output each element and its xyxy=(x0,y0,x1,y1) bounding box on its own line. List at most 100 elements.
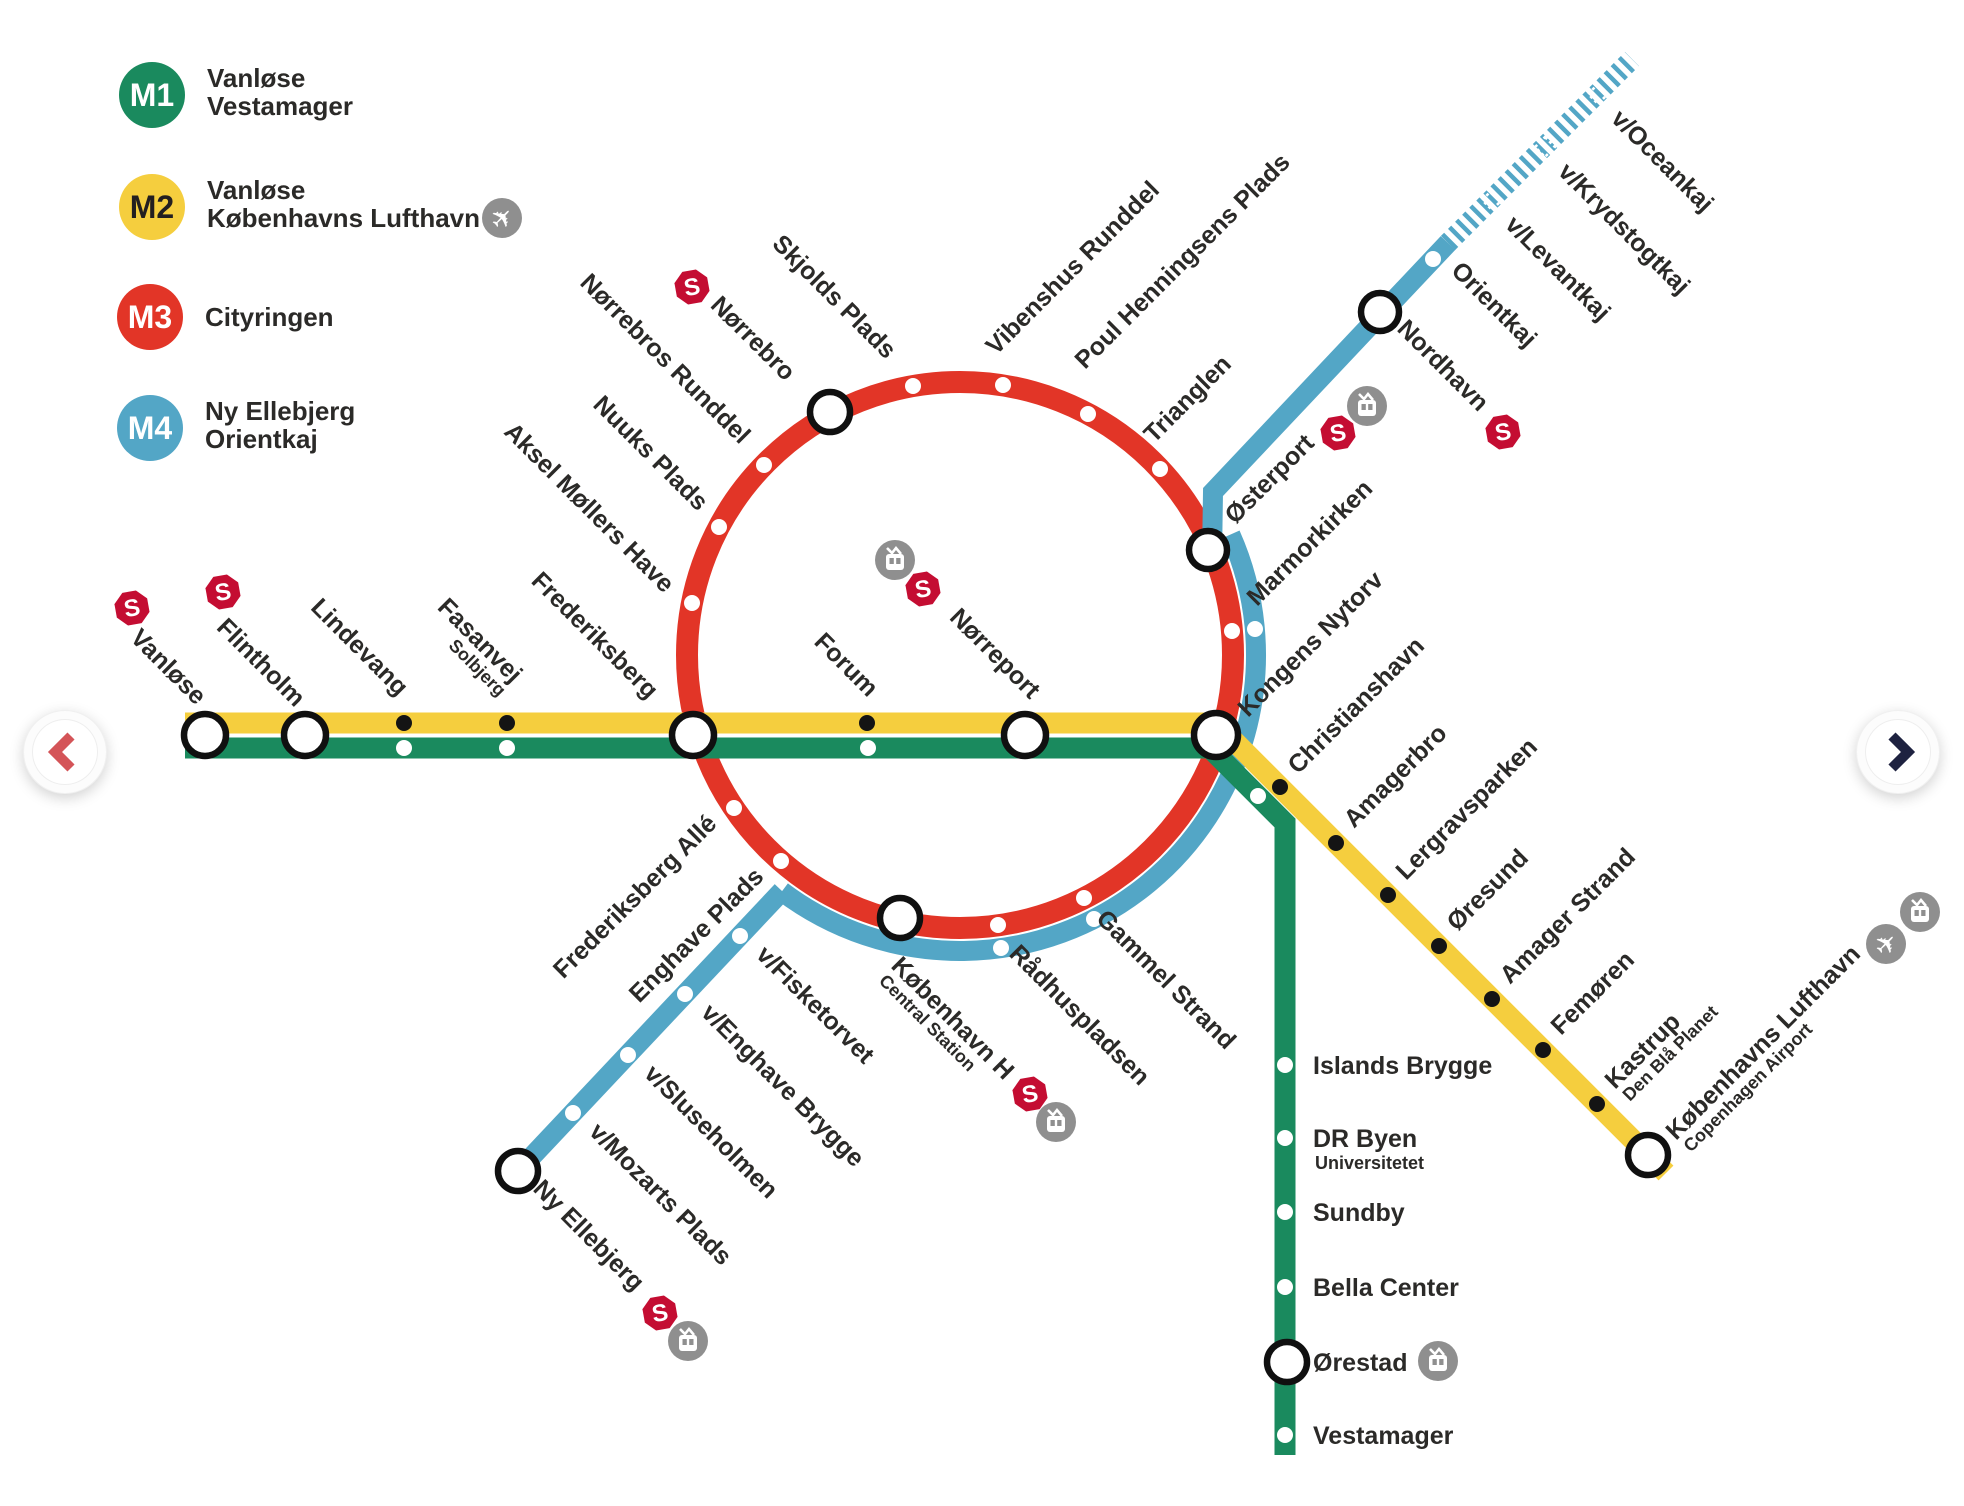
station-marker-nordhavn xyxy=(1357,289,1403,335)
legend-badge-label: M1 xyxy=(130,77,174,113)
legend-text: Vanløse xyxy=(207,175,305,205)
station-subtitle: Universitetet xyxy=(1315,1153,1424,1173)
station-label-vanl-se: Vanløse xyxy=(125,624,212,711)
station-name: Øresund xyxy=(1441,844,1533,936)
station-marker-vanl-se xyxy=(180,710,230,760)
station-label-fem-ren: Femøren xyxy=(1545,946,1639,1040)
station-label-lindevang: Lindevang xyxy=(305,593,413,701)
station-marker-poul-henningsens-plads xyxy=(1080,406,1096,422)
airplane-icon: ✈ xyxy=(482,198,522,238)
legend-text: Cityringen xyxy=(205,302,334,332)
station-marker-bella-center xyxy=(1277,1279,1293,1295)
station-name: Nuuks Plads xyxy=(588,390,714,516)
station-label-amagerbro: Amagerbro xyxy=(1338,719,1452,833)
legend-badge-label: M4 xyxy=(128,410,173,446)
station-marker-fasanvej xyxy=(499,715,515,731)
station-marker-v-mozarts-plads xyxy=(565,1105,581,1121)
s-train-icon: S xyxy=(114,590,150,626)
station-marker-fem-ren xyxy=(1535,1042,1551,1058)
s-train-icon: S xyxy=(1320,415,1356,451)
station-marker-amagerbro xyxy=(1328,835,1344,851)
legend-text: Københavns Lufthavn xyxy=(207,203,480,233)
station-marker-islands-brygge xyxy=(1277,1057,1293,1073)
station-marker-k-benhavns-lufthavn xyxy=(1624,1131,1672,1179)
station-marker-sundby xyxy=(1277,1204,1293,1220)
airplane-icon: ✈ xyxy=(1866,924,1906,964)
legend-badge-m2 xyxy=(119,174,185,240)
station-marker-r-dhuspladsen xyxy=(993,940,1009,956)
station-marker-lindevang xyxy=(396,740,412,756)
station-name: Amagerbro xyxy=(1338,719,1452,833)
station-label-v-fisketorvet: v/Fisketorvet xyxy=(751,940,880,1069)
station-name: Flintholm xyxy=(211,613,310,712)
station-marker-trianglen xyxy=(1152,461,1168,477)
station-marker-dr-byen xyxy=(1277,1130,1293,1146)
station-marker-v-sluseholmen xyxy=(620,1047,636,1063)
m4-under-construction-line xyxy=(1440,51,1640,251)
station-marker-skjolds-plads xyxy=(905,378,921,394)
station-marker-fasanvej xyxy=(499,740,515,756)
station-name: Sundby xyxy=(1313,1199,1405,1227)
station-label-vestamager: Vestamager xyxy=(1313,1422,1454,1450)
carousel-prev-button[interactable] xyxy=(23,710,107,794)
station-label-trianglen: Trianglen xyxy=(1138,350,1236,448)
carousel-next-button[interactable] xyxy=(1856,710,1940,794)
station-name: Vanløse xyxy=(125,624,212,711)
s-train-icon: S xyxy=(1485,414,1521,450)
station-marker-v-fisketorvet xyxy=(732,928,748,944)
station-label-orientkaj: Orientkaj xyxy=(1446,256,1542,352)
legend-badge-label: M3 xyxy=(128,299,172,335)
station-marker-gammel-strand xyxy=(1076,890,1092,906)
regional-train-icon xyxy=(1900,892,1940,932)
station-marker-n-rrebros-runddel xyxy=(756,457,772,473)
station-marker-flintholm xyxy=(280,710,330,760)
station-marker-k-benhavn-h xyxy=(876,894,924,942)
station-marker-orientkaj xyxy=(1425,251,1441,267)
station-marker-vestamager xyxy=(1277,1427,1293,1443)
legend-item-m3: M3 Cityringen xyxy=(117,284,334,350)
station-marker-enghave-plads xyxy=(773,853,789,869)
station-name: Forum xyxy=(809,627,884,702)
station-label-v-oceankaj: v/Oceankaj xyxy=(1606,104,1719,217)
station-label-vibenshus-runddel: Vibenshus Runddel xyxy=(980,176,1164,360)
station-name: Vibenshus Runddel xyxy=(980,176,1164,360)
station-name: Islands Brygge xyxy=(1313,1052,1492,1080)
legend-badge-m3 xyxy=(117,284,183,350)
station-name: Poul Henningsens Plads xyxy=(1069,148,1295,374)
s-train-icon: S xyxy=(642,1295,678,1331)
station-marker-gammel-strand xyxy=(1086,911,1102,927)
station-marker-sterport xyxy=(1185,527,1231,573)
station-name: Skjolds Plads xyxy=(767,229,902,364)
station-name: Trianglen xyxy=(1138,350,1236,448)
station-name: Vestamager xyxy=(1313,1422,1454,1450)
station-marker-frederiksberg-all xyxy=(726,800,742,816)
station-name: Frederiksberg xyxy=(526,567,664,705)
station-label-resund: Øresund xyxy=(1441,844,1533,936)
s-train-icon: S xyxy=(205,574,241,610)
station-label-bella-center: Bella Center xyxy=(1313,1274,1459,1302)
legend-badge-m1 xyxy=(119,62,185,128)
station-marker-nuuks-plads xyxy=(711,519,727,535)
station-label-frederiksberg: Frederiksberg xyxy=(526,567,664,705)
station-marker-restad xyxy=(1263,1338,1311,1386)
station-label-ny-ellebjerg: Ny Ellebjerg xyxy=(528,1174,650,1296)
station-marker-n-rrebro xyxy=(806,388,854,436)
station-marker-r-dhuspladsen xyxy=(990,917,1006,933)
station-marker-n-rreport xyxy=(1000,710,1050,760)
svg-text:S: S xyxy=(213,578,233,607)
svg-text:S: S xyxy=(1328,419,1348,448)
station-name: v/Oceankaj xyxy=(1606,104,1719,217)
regional-train-icon xyxy=(1036,1102,1076,1142)
station-name: Nordhavn xyxy=(1392,314,1494,416)
m3-cityringen-ring xyxy=(676,371,1244,939)
station-dots-layer xyxy=(396,82,1610,1443)
s-train-icon: S xyxy=(905,571,941,607)
svg-text:S: S xyxy=(1493,418,1513,447)
